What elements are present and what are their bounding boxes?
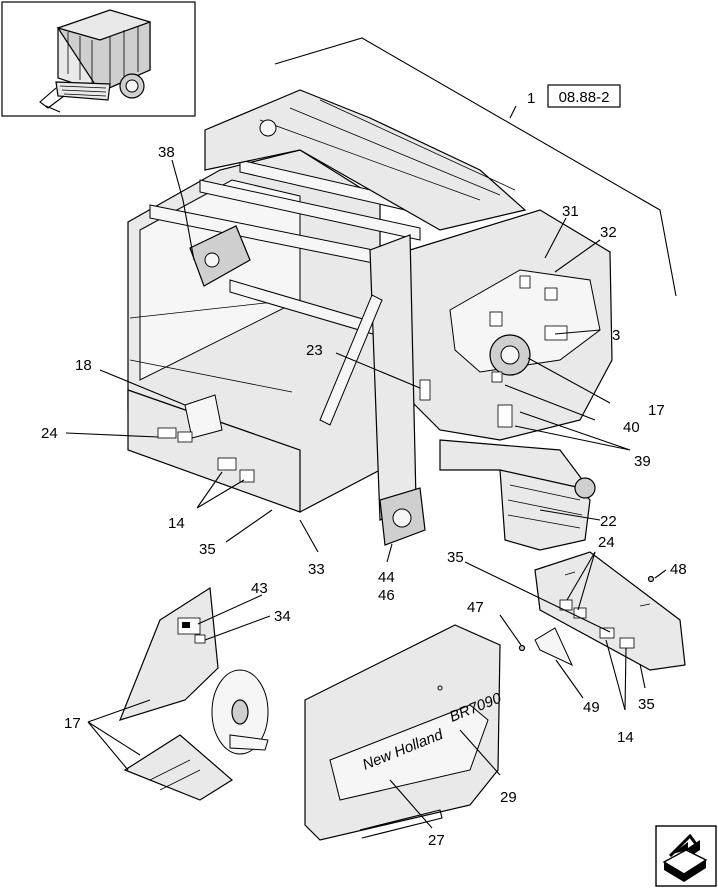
callout-35: 35 (199, 541, 216, 558)
leader-lines (65, 37, 677, 829)
callout-49: 49 (583, 699, 600, 716)
callout-44: 44 (378, 569, 395, 586)
callout-39: 39 (634, 453, 651, 470)
decal-24-d (573, 607, 587, 619)
reference-box (547, 84, 621, 108)
callout-47: 47 (467, 599, 484, 616)
callout-22: 22 (600, 513, 617, 530)
callout-1: 1 (527, 90, 535, 107)
callout-46: 46 (378, 587, 395, 604)
chamber-top (204, 89, 527, 231)
bearing-block-38 (189, 225, 251, 287)
bolt-47 (518, 644, 526, 652)
front-shield-27: New Holland BR7090 (304, 624, 504, 841)
decal-34 (194, 634, 206, 644)
lower-frame (439, 439, 592, 491)
callout-31: 31 (562, 203, 579, 220)
callout-35: 35 (447, 549, 464, 566)
callout-48: 48 (670, 561, 687, 578)
reference-code: 08.88-2 (559, 89, 610, 106)
callout-38: 38 (158, 144, 175, 161)
next-page-button[interactable] (655, 825, 717, 887)
side-strut (319, 294, 383, 426)
shield-handle (359, 809, 443, 839)
callout-17: 17 (64, 715, 81, 732)
callout-18: 18 (75, 357, 92, 374)
callout-35: 35 (638, 696, 655, 713)
callout-24: 24 (598, 534, 615, 551)
arrow-box-icon (662, 833, 708, 882)
callout-40: 40 (623, 419, 640, 436)
overview-inset (1, 1, 196, 117)
decal-23 (419, 379, 431, 401)
decal-14-d (619, 637, 635, 649)
decal-31 (519, 275, 531, 289)
right-rear-shield-35 (534, 551, 686, 671)
logo-band (329, 704, 489, 801)
callout-14: 14 (168, 515, 185, 532)
drive-wheel-end (574, 477, 596, 499)
front-side-post (369, 234, 417, 521)
crank-bracket (123, 734, 234, 801)
callout-14: 14 (617, 729, 634, 746)
callout-24: 24 (41, 425, 58, 442)
decal-32 (544, 287, 558, 301)
callout-34: 34 (274, 608, 291, 625)
callout-27: 27 (428, 832, 445, 849)
main-baler-assembly (127, 89, 613, 551)
callout-3: 3 (612, 327, 620, 344)
gearbox-cover (449, 269, 601, 373)
decal-17-upper (489, 311, 503, 327)
decal-24-c (559, 599, 573, 611)
callout-33: 33 (308, 561, 325, 578)
overview-baler-sketch (39, 9, 151, 113)
callout-29: 29 (500, 789, 517, 806)
reflector-49 (518, 627, 574, 667)
decal-40 (491, 371, 503, 383)
warning-triangle (184, 394, 223, 439)
callout-23: 23 (306, 342, 323, 359)
decal-39 (497, 404, 513, 428)
callout-43: 43 (251, 580, 268, 597)
decal-24-a (157, 427, 177, 439)
bolt-48 (647, 575, 655, 583)
callout-labels: 1 3 14 14 17 17 18 22 23 24 24 27 29 31 … (41, 90, 687, 849)
callout-17: 17 (648, 402, 665, 419)
decal-14-a (217, 457, 237, 471)
decal-24-b (177, 431, 193, 443)
decal-14-b (239, 469, 255, 483)
callout-32: 32 (600, 224, 617, 241)
side-plate-assembly-43 (118, 586, 269, 801)
decal-14-c (599, 627, 615, 639)
lower-side-panel (127, 389, 301, 513)
roller-tubes (149, 159, 441, 343)
